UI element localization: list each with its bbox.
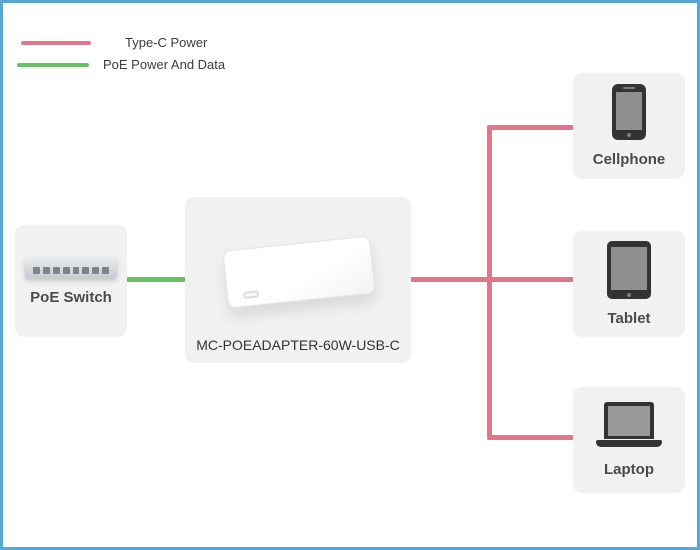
poe-power-legend-line: [17, 63, 89, 67]
adapter-node: MC-POEADAPTER-60W-USB-C: [185, 197, 411, 363]
tablet-label: Tablet: [607, 310, 651, 327]
phone-speaker: [623, 87, 635, 89]
phone-button: [627, 133, 631, 137]
switch-port: [52, 267, 60, 274]
tablet-screen: [611, 247, 647, 290]
tablet-node: Tablet: [573, 231, 685, 337]
switch-port: [92, 267, 100, 274]
poe-power-legend-label: PoE Power And Data: [103, 57, 226, 72]
typec-power-legend-label: Type-C Power: [125, 35, 208, 50]
laptop-display: [608, 406, 650, 436]
tablet-button: [627, 292, 631, 297]
usb-c-port-icon: [242, 290, 260, 299]
laptop-screen: [604, 402, 654, 439]
network-switch-icon: [25, 256, 117, 278]
poe-switch-node: PoE Switch: [15, 225, 127, 337]
laptop-icon: [596, 402, 662, 450]
switch-port: [42, 267, 50, 274]
cellphone-label: Cellphone: [592, 151, 666, 168]
typec-connector-cellphone: [487, 125, 574, 130]
switch-port: [102, 267, 109, 274]
switch-port: [33, 267, 40, 274]
typec-power-legend-line: [21, 41, 91, 45]
switch-ports: [33, 267, 109, 274]
poe-power-connector: [124, 277, 186, 282]
switch-port: [62, 267, 70, 274]
typec-connector-trunk: [487, 125, 492, 440]
cellphone-icon: [612, 84, 646, 140]
laptop-label: Laptop: [604, 461, 654, 478]
tablet-icon: [607, 241, 651, 299]
typec-connector-laptop: [487, 435, 574, 440]
adapter-label: MC-POEADAPTER-60W-USB-C: [196, 337, 400, 353]
typec-connector-tablet: [410, 277, 574, 282]
poe-switch-label: PoE Switch: [30, 289, 112, 306]
phone-screen: [616, 92, 642, 130]
switch-port: [72, 267, 80, 274]
cellphone-node: Cellphone: [573, 73, 685, 179]
poe-adapter-device-icon: [222, 235, 376, 309]
laptop-node: Laptop: [573, 387, 685, 493]
laptop-base: [596, 440, 662, 447]
switch-port: [82, 267, 90, 274]
